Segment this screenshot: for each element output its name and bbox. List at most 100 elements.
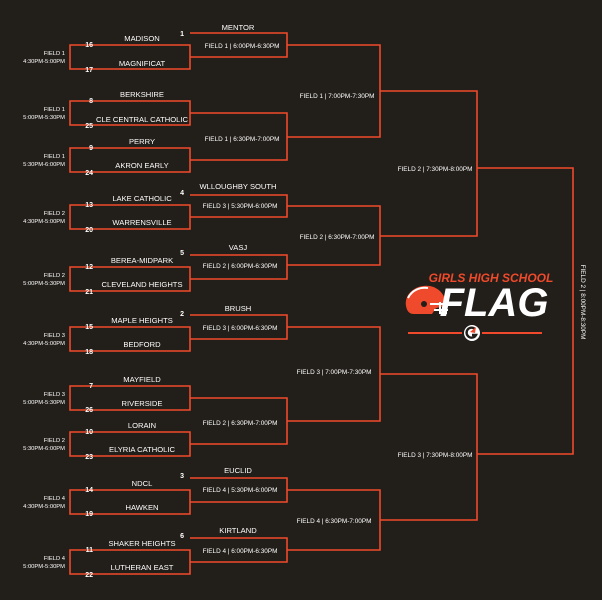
team-euclid: EUCLID (224, 466, 252, 475)
seed-9: 9 (89, 145, 93, 152)
r1-label-10-field: FIELD 4 (44, 556, 66, 562)
sf-match-1-line (380, 90, 478, 237)
seed-14: 14 (85, 487, 93, 494)
seed-7: 7 (89, 383, 93, 390)
team-bedford: BEDFORD (123, 340, 161, 349)
team-akron-early: AKRON EARLY (115, 161, 168, 170)
seed-22: 22 (85, 572, 93, 579)
r1-label-2-time: 5:00PM-5:30PM (23, 115, 65, 121)
r2-slot-6: FIELD 2 | 6:30PM-7:00PM (203, 420, 278, 427)
seed-16: 16 (85, 42, 93, 49)
final-slot: FIELD 2 | 8:00PM-8:30PM (579, 265, 586, 340)
r1-label-1-time: 4:30PM-5:00PM (23, 59, 65, 65)
r2-slot-1: FIELD 1 | 6:00PM-6:30PM (205, 43, 280, 50)
r1-match-1-line (69, 44, 191, 70)
team-perry: PERRY (129, 137, 155, 146)
seed-1: 1 (180, 31, 184, 38)
r1-label-2-field: FIELD 1 (44, 107, 65, 113)
r1-match-5-line (69, 266, 191, 292)
r1-label-9-time: 4:30PM-5:00PM (23, 504, 65, 510)
sf-match-2-line (380, 373, 478, 521)
r2-slot-7: FIELD 4 | 5:30PM-6:00PM (203, 487, 278, 494)
team-willoughby-south: WLLOUGHBY SOUTH (199, 182, 276, 191)
r1-label-1-field: FIELD 1 (44, 51, 65, 57)
team-elyria-catholic: ELYRIA CATHOLIC (109, 445, 175, 454)
team-lake-catholic: LAKE CATHOLIC (112, 194, 172, 203)
seed-17: 17 (85, 67, 93, 74)
seed-18: 18 (85, 349, 93, 356)
quarterfinal-labels: FIELD 1 | 7:00PM-7:30PM FIELD 2 | 6:30PM… (297, 93, 375, 525)
qf-slot-3: FIELD 3 | 7:00PM-7:30PM (297, 369, 372, 376)
seed-23: 23 (85, 454, 93, 461)
r1-match-7-line (69, 385, 191, 411)
first-round-labels: FIELD 1 4:30PM-5:00PM FIELD 1 5:00PM-5:3… (23, 51, 66, 570)
r1-match-4-line (69, 204, 191, 230)
r1-label-10-time: 5:00PM-5:30PM (23, 564, 65, 570)
r1-match-8-line (69, 431, 191, 457)
r1-label-9-field: FIELD 4 (44, 496, 66, 502)
team-riverside: RIVERSIDE (122, 399, 163, 408)
team-berea-midpark: BEREA-MIDPARK (111, 256, 173, 265)
seed-19: 19 (85, 511, 93, 518)
r1-match-6-line (69, 326, 191, 352)
r1-label-7-field: FIELD 3 (44, 392, 65, 398)
team-warrensville: WARRENSVILLE (112, 218, 171, 227)
r2-match-4-line (190, 254, 288, 280)
seeds: 1 16 17 8 25 9 24 4 13 20 5 12 21 2 15 1… (85, 31, 184, 579)
r1-label-8-field: FIELD 2 (44, 438, 65, 444)
second-round-labels: FIELD 1 | 6:00PM-6:30PM FIELD 1 | 6:30PM… (203, 43, 280, 555)
logo-title-line2: FLAG (440, 281, 549, 325)
seed-6: 6 (180, 533, 184, 540)
r1-match-10-line (69, 549, 191, 575)
seed-20: 20 (85, 227, 93, 234)
qf-match-1-line (287, 44, 381, 138)
team-cle-central-catholic: CLE CENTRAL CATHOLIC (96, 115, 189, 124)
team-names: MENTOR MADISON MAGNIFICAT BERKSHIRE CLE … (96, 23, 277, 572)
seed-5: 5 (180, 250, 184, 257)
logo-title-line1: GIRLS HIGH SCHOOL (429, 271, 554, 285)
final-line (477, 167, 574, 455)
qf-slot-1: FIELD 1 | 7:00PM-7:30PM (300, 93, 375, 100)
semifinal-labels: FIELD 2 | 7:30PM-8:00PM FIELD 3 | 7:30PM… (398, 166, 473, 459)
r1-label-8-time: 5:30PM-6:00PM (23, 446, 65, 452)
team-madison: MADISON (124, 34, 159, 43)
bracket-lines (69, 32, 574, 575)
r2-slot-4: FIELD 2 | 6:00PM-6:30PM (203, 263, 278, 270)
r1-match-2-line (69, 100, 191, 126)
team-mentor: MENTOR (222, 23, 255, 32)
seed-25: 25 (85, 123, 93, 130)
football-helmet-icon (405, 285, 448, 314)
team-lorain: LORAIN (128, 421, 156, 430)
qf-slot-2: FIELD 2 | 6:30PM-7:00PM (300, 234, 375, 241)
r2-slot-5: FIELD 3 | 6:00PM-6:30PM (203, 325, 278, 332)
seed-8: 8 (89, 98, 93, 105)
qf-slot-4: FIELD 4 | 6:30PM-7:00PM (297, 518, 372, 525)
team-cleveland-heights: CLEVELAND HEIGHTS (101, 280, 182, 289)
team-hawken: HAWKEN (125, 503, 158, 512)
r1-label-6-field: FIELD 3 (44, 333, 65, 339)
team-shaker-heights: SHAKER HEIGHTS (108, 539, 175, 548)
r1-label-6-time: 4:30PM-5:00PM (23, 341, 65, 347)
team-maple-heights: MAPLE HEIGHTS (111, 316, 173, 325)
r1-label-4-field: FIELD 2 (44, 211, 65, 217)
seed-26: 26 (85, 407, 93, 414)
team-brush: BRUSH (225, 304, 252, 313)
r1-label-3-field: FIELD 1 (44, 154, 65, 160)
r1-label-3-time: 5:30PM-6:00PM (23, 162, 65, 168)
r1-label-5-field: FIELD 2 (44, 273, 65, 279)
r1-label-7-time: 5:00PM-5:30PM (23, 400, 65, 406)
team-berkshire: BERKSHIRE (120, 90, 164, 99)
r1-label-5-time: 5:00PM-5:30PM (23, 281, 65, 287)
r1-match-3-line (69, 147, 191, 173)
team-lutheran-east: LUTHERAN EAST (111, 563, 174, 572)
seed-10: 10 (85, 429, 93, 436)
seed-24: 24 (85, 170, 93, 177)
sf-slot-2: FIELD 3 | 7:30PM-8:00PM (398, 452, 473, 459)
r1-match-9-line (69, 489, 191, 515)
team-ndcl: NDCL (132, 479, 153, 488)
seed-15: 15 (85, 324, 93, 331)
team-vasj: VASJ (229, 243, 248, 252)
seed-12: 12 (85, 264, 93, 271)
seed-11: 11 (86, 547, 94, 554)
